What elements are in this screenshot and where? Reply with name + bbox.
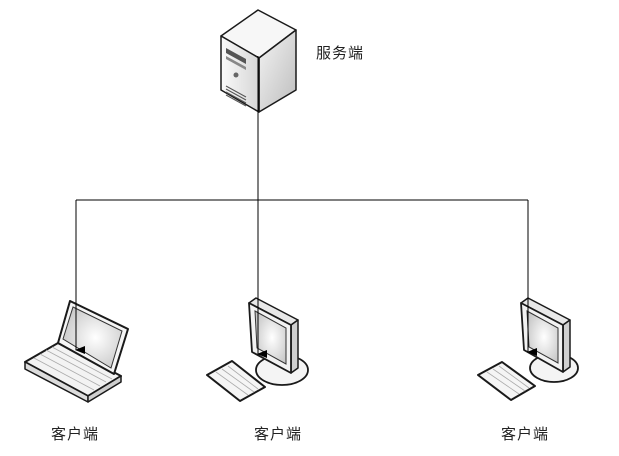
- desktop-computer-icon[interactable]: [206, 297, 309, 402]
- connection-lines: [76, 56, 528, 201]
- client-label: 客户端: [254, 425, 303, 443]
- client-label: 客户端: [51, 425, 100, 443]
- server-label: 服务端: [316, 44, 365, 62]
- client-label: 客户端: [501, 425, 550, 443]
- server-tower-icon[interactable]: [220, 9, 297, 113]
